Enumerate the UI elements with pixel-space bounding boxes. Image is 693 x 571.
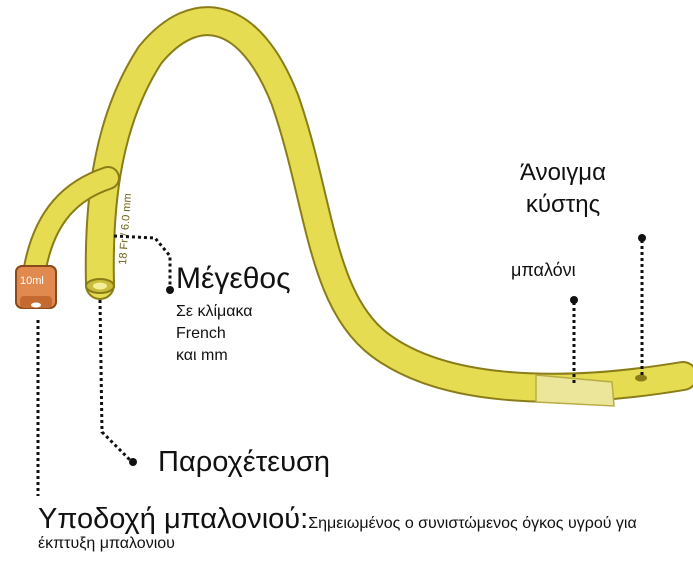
leader-line-size — [113, 234, 172, 288]
balloon-port-description: Σημειωμένος ο συνιστώμενος όγκος υγρού γ… — [38, 515, 637, 552]
balloon-valve-port — [31, 302, 41, 308]
leader-dot-bladder — [638, 234, 646, 242]
balloon-label: μπαλόνι — [511, 260, 576, 280]
catheter-main-tube — [86, 8, 693, 401]
size-description-line: Σε κλίμακα — [176, 303, 253, 320]
drainage-lumen — [93, 282, 107, 290]
balloon-valve-cap — [20, 296, 52, 308]
balloon-port-title: Υποδοχή μπαλονιού: — [38, 503, 309, 535]
leader-dot-balloon — [570, 296, 578, 304]
balloon-section — [535, 374, 615, 407]
drainage-label: Παροχέτευση — [158, 446, 330, 478]
bladder-opening-label-line: Άνοιγμα — [520, 159, 606, 186]
size-description-line: French — [176, 325, 226, 342]
size-label: Μέγεθος — [176, 262, 291, 295]
leader-dot-size — [166, 286, 174, 294]
bladder-opening-label: Άνοιγμα κύστης — [520, 157, 606, 221]
catheter-balloon-branch — [25, 168, 118, 278]
valve-volume-marking: 10ml — [20, 275, 44, 287]
size-description-line: και mm — [176, 347, 228, 364]
balloon-port-caption: Υποδοχή μπαλονιού:Σημειωμένος ο συνιστώμ… — [38, 505, 688, 554]
catheter-size-marking: 18 Fr / 6.0 mm — [117, 193, 134, 265]
bladder-opening-hole — [635, 374, 647, 382]
bladder-opening-label-line: κύστης — [525, 191, 601, 218]
leader-line-drainage — [98, 299, 134, 464]
size-description: Σε κλίμακα French και mm — [176, 301, 253, 367]
leader-dot-drainage — [129, 458, 137, 466]
